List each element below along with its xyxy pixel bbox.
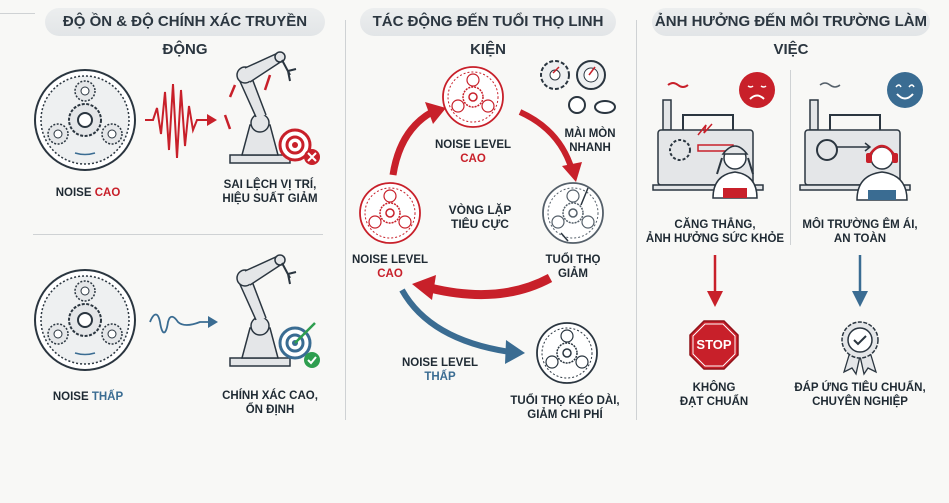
low-noise-wave-icon: [149, 313, 218, 334]
worker-with-headphones-icon: [856, 144, 908, 201]
arrow-down-red-icon: [707, 255, 723, 307]
certification-badge-icon: [841, 321, 879, 376]
position-error-label: SAI LỆCH VỊ TRÍ,HIỆU SUẤT GIẢM: [222, 179, 318, 205]
cycle-arrows: [389, 102, 582, 364]
stressed-worker-icon: [712, 145, 758, 199]
comparison-divider: [790, 70, 791, 245]
high-noise-wave-icon: [145, 83, 217, 159]
stress-health-label: CĂNG THẲNG,ẢNH HƯỞNG SỨC KHỎE: [645, 219, 785, 245]
happy-face-icon: [887, 72, 923, 108]
panel-divider: [636, 20, 637, 420]
title-rule: [0, 13, 35, 14]
noise-low-label: NOISE THẤP: [52, 391, 124, 403]
worn-parts-icon: [540, 60, 616, 114]
panel-divider: [345, 20, 346, 420]
panel2-title: TÁC ĐỘNG ĐẾN TUỔI THỌ LINH KIỆN: [360, 8, 616, 58]
meets-standard-label: ĐÁP ỨNG TIÊU CHUẨN,CHUYÊN NGHIỆP: [794, 382, 926, 408]
quiet-safe-label: MÔI TRƯỜNG ÊM ÁI,AN TOÀN: [802, 219, 918, 245]
noise-high-label: NOISE CAO: [55, 187, 121, 199]
panel1-title: ĐỘ ỒN & ĐỘ CHÍNH XÁC TRUYỀN ĐỘNG: [45, 8, 325, 58]
accurate-stable-label: CHÍNH XÁC CAO,ỔN ĐỊNH: [222, 390, 318, 416]
stop-sign-icon: [689, 320, 739, 370]
sad-face-icon: [739, 72, 775, 108]
section-divider: [33, 234, 323, 235]
lifespan-extended-label: TUỔI THỌ KÉO DÀI,GIẢM CHI PHÍ: [510, 395, 620, 421]
quiet-factory-icon: [799, 82, 911, 191]
robot-arm-accurate-icon: [229, 254, 320, 368]
panel3-title: ẢNH HƯỞNG ĐẾN MÔI TRƯỜNG LÀM VIỆC: [652, 8, 930, 58]
robot-arm-error-icon: [223, 51, 320, 165]
noisy-factory-icon: [652, 82, 764, 191]
stop-sign-text: STOP: [696, 337, 732, 352]
arrow-down-blue-icon: [852, 255, 868, 307]
gear-worn-icon: [542, 182, 604, 244]
